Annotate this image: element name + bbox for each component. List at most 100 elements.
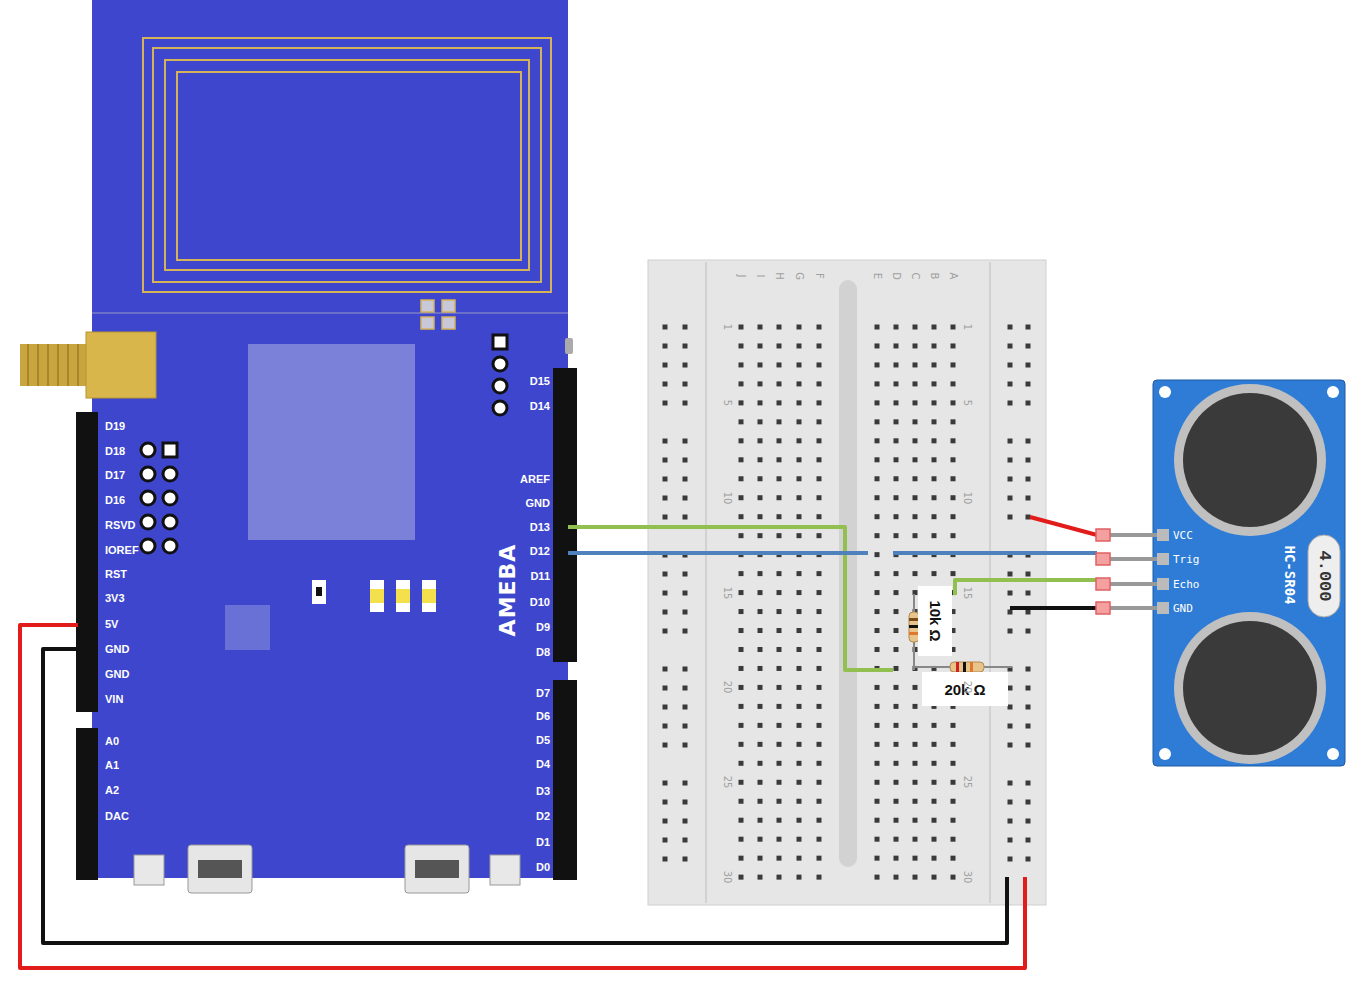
sensor-pin: [1110, 557, 1157, 561]
breadboard-hole: [875, 552, 880, 557]
breadboard-hole: [875, 780, 880, 785]
column-letter: I: [755, 275, 766, 278]
breadboard-hole: [894, 647, 899, 652]
row-number: 15: [962, 586, 973, 599]
breadboard-hole: [932, 400, 937, 405]
breadboard-hole: [894, 571, 899, 576]
pin-label: D0: [536, 861, 550, 873]
breadboard-hole: [777, 343, 782, 348]
header: [76, 728, 98, 880]
breadboard-hole: [683, 382, 688, 387]
crystal-marking: 4.000: [1315, 550, 1334, 601]
antenna-loop: [143, 38, 551, 292]
breadboard-hole: [683, 477, 688, 482]
breadboard-hole: [894, 704, 899, 709]
breadboard-hole: [739, 628, 744, 633]
breadboard-hole: [663, 629, 668, 634]
breadboard-hole: [951, 856, 956, 861]
breadboard-hole: [875, 362, 880, 367]
breadboard-hole: [739, 362, 744, 367]
column-letter: J: [736, 275, 747, 278]
breadboard-hole: [758, 533, 763, 538]
pin-label: AREF: [520, 473, 550, 485]
thread-line: [77, 344, 79, 386]
breadboard-hole: [683, 857, 688, 862]
breadboard-hole: [817, 438, 822, 443]
breadboard-hole: [777, 533, 782, 538]
breadboard-hole: [1026, 344, 1031, 349]
wire-end: [1096, 553, 1110, 565]
breadboard-hole: [875, 609, 880, 614]
breadboard-hole: [817, 476, 822, 481]
breadboard-hole: [777, 685, 782, 690]
breadboard-hole: [683, 705, 688, 710]
breadboard-hole: [932, 419, 937, 424]
row-number: 30: [962, 871, 973, 884]
wire-d12: [568, 551, 868, 555]
breadboard-hole: [797, 647, 802, 652]
ultrasonic-sensor: [1153, 380, 1345, 766]
transducer-rim: [1174, 384, 1326, 536]
breadboard-hole: [683, 496, 688, 501]
breadboard-hole: [739, 571, 744, 576]
led-lens: [396, 589, 410, 603]
breadboard-hole: [932, 742, 937, 747]
breadboard-hole: [683, 401, 688, 406]
breadboard-hole: [894, 400, 899, 405]
breadboard-hole: [777, 856, 782, 861]
jtag-header: [493, 335, 507, 415]
breadboard-hole: [1008, 515, 1013, 520]
breadboard-hole: [913, 742, 918, 747]
breadboard-hole: [758, 381, 763, 386]
breadboard-hole: [894, 343, 899, 348]
breadboard-hole: [758, 685, 763, 690]
breadboard-hole: [932, 533, 937, 538]
breadboard-hole: [1008, 325, 1013, 330]
wire-gnd: [1010, 606, 1097, 610]
breadboard-hole: [1026, 819, 1031, 824]
breadboard-hole: [683, 363, 688, 368]
breadboard-hole: [777, 590, 782, 595]
breadboard-hole: [758, 837, 763, 842]
breadboard-hole: [777, 647, 782, 652]
breadboard-hole: [894, 457, 899, 462]
header-pin: [141, 467, 155, 481]
breadboard-hole: [1008, 686, 1013, 691]
breadboard-hole: [1008, 610, 1013, 615]
breadboard-hole: [777, 837, 782, 842]
header-pin: [493, 379, 507, 393]
crystal: [1308, 535, 1340, 617]
breadboard-hole: [683, 439, 688, 444]
breadboard-hole: [739, 742, 744, 747]
pad: [421, 300, 434, 312]
breadboard-hole: [875, 799, 880, 804]
resistor-value: 10k Ω: [927, 600, 944, 641]
breadboard-hole: [683, 781, 688, 786]
breadboard-hole: [758, 514, 763, 519]
breadboard-hole: [932, 457, 937, 462]
breadboard-hole: [913, 780, 918, 785]
sma-body: [86, 332, 156, 398]
pin-label: 5V: [105, 618, 118, 630]
breadboard-hole: [875, 476, 880, 481]
row-number: 5: [722, 400, 733, 406]
breadboard-hole: [663, 667, 668, 672]
breadboard-hole: [758, 723, 763, 728]
antenna-loop: [165, 60, 529, 270]
row-number: 1: [722, 324, 733, 330]
breadboard-hole: [817, 609, 822, 614]
breadboard-hole: [777, 381, 782, 386]
transducer-rim: [1174, 612, 1326, 764]
breadboard-hole: [894, 628, 899, 633]
column-letter: G: [794, 272, 805, 280]
header-pin: [493, 335, 507, 349]
breadboard-hole: [758, 856, 763, 861]
wire-echo: [955, 580, 1097, 595]
breadboard-hole: [1008, 496, 1013, 501]
breadboard-hole: [875, 325, 880, 330]
breadboard-hole: [1026, 667, 1031, 672]
thread-line: [37, 344, 39, 386]
breadboard-hole: [663, 401, 668, 406]
breadboard-hole: [1008, 344, 1013, 349]
pin-pad: [1157, 553, 1169, 565]
